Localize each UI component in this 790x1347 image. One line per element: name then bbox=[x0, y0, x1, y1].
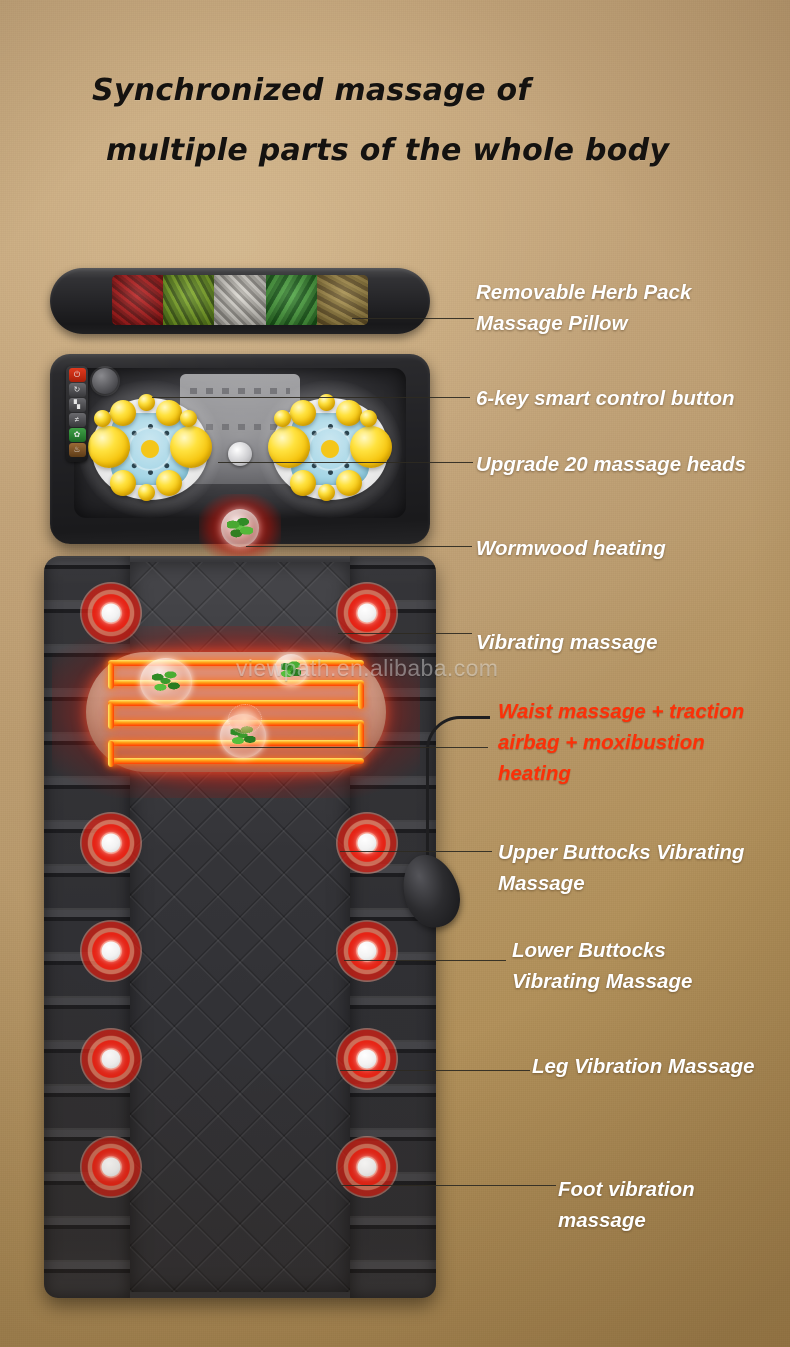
massage-head-ball bbox=[138, 484, 155, 501]
massage-head-ball bbox=[318, 394, 335, 411]
waist-heating-airbag-pad bbox=[52, 626, 420, 798]
herb-pack-massage-pillow bbox=[50, 268, 430, 334]
massage-head-cluster-right bbox=[258, 380, 402, 518]
leader-line-massage-heads bbox=[218, 462, 473, 463]
leaf-heat-key-icon[interactable]: ✿ bbox=[68, 428, 86, 442]
hub-center bbox=[128, 427, 172, 471]
label-control-button: 6-key smart control button bbox=[476, 387, 735, 410]
herb-key-icon[interactable]: ♨ bbox=[68, 443, 86, 457]
watermark: viewpath.en.alibaba.com bbox=[236, 655, 499, 681]
leader-line-vibrating-massage bbox=[338, 633, 472, 634]
massage-head-ball bbox=[110, 400, 136, 426]
label-massage-heads: Upgrade 20 massage heads bbox=[476, 453, 747, 476]
massage-mat-body bbox=[44, 556, 436, 1298]
label-lower-buttocks: Lower Buttocks Vibrating Massage bbox=[512, 939, 693, 993]
vibration-motor bbox=[80, 920, 142, 982]
massage-head-ball bbox=[156, 400, 182, 426]
intensity-key-icon[interactable]: ▚ bbox=[68, 398, 86, 412]
leader-line-lower-buttocks bbox=[344, 960, 506, 961]
massage-head-ball bbox=[88, 426, 130, 468]
label-waist-massage: Waist massage + traction airbag + moxibu… bbox=[498, 700, 745, 785]
leader-line-waist-massage bbox=[230, 747, 488, 748]
label-upper-buttocks: Upper Buttocks Vibrating Massage bbox=[498, 841, 745, 895]
massage-head-ball bbox=[156, 470, 182, 496]
massage-head-ball bbox=[274, 410, 291, 427]
massage-head-ball bbox=[290, 470, 316, 496]
label-foot-vibration: Foot vibration massage bbox=[558, 1178, 695, 1232]
label-herb-pack-pillow: Removable Herb Pack Massage Pillow bbox=[476, 281, 692, 335]
label-wormwood-heating: Wormwood heating bbox=[476, 537, 666, 560]
herb-segment-leaf-herb bbox=[265, 275, 318, 325]
herb-segment-brown-herb bbox=[316, 275, 368, 325]
herb-bubble bbox=[140, 658, 192, 706]
vibration-motor bbox=[80, 1028, 142, 1090]
leader-line-leg-vibration bbox=[340, 1070, 530, 1071]
leader-line-upper-buttocks bbox=[340, 851, 492, 852]
mode-key-icon[interactable]: ↻ bbox=[68, 383, 86, 397]
airbag-tube bbox=[426, 716, 490, 862]
label-vibrating-massage: Vibrating massage bbox=[476, 631, 658, 654]
massage-head-ball bbox=[268, 426, 310, 468]
power-key-icon[interactable]: ⏻ bbox=[68, 368, 86, 382]
massage-head-ball bbox=[350, 426, 392, 468]
title-line-2: multiple parts of the whole body bbox=[106, 133, 670, 168]
page-title: Synchronized massage of multiple parts o… bbox=[92, 76, 692, 166]
hub-center bbox=[308, 427, 352, 471]
vibration-motor bbox=[336, 812, 398, 874]
leader-line-herb-pack-pillow bbox=[352, 318, 474, 319]
vibration-motor bbox=[336, 1136, 398, 1198]
massage-mat-product-illustration: ⏻ ↻ ▚ ≠ ✿ ♨ bbox=[44, 268, 490, 1298]
massage-head-ball bbox=[170, 426, 212, 468]
herb-segment-grey-herb bbox=[214, 275, 266, 325]
massage-head-ball bbox=[290, 400, 316, 426]
massage-head-ball bbox=[138, 394, 155, 411]
massage-head-ball bbox=[336, 470, 362, 496]
herb-pack-window bbox=[112, 275, 368, 325]
herb-segment-green-herb bbox=[163, 275, 215, 325]
wormwood-heating-module bbox=[199, 494, 281, 562]
vibration-motor bbox=[336, 1028, 398, 1090]
leader-line-foot-vibration bbox=[340, 1185, 556, 1186]
vibration-motor bbox=[336, 920, 398, 982]
massage-head-ball bbox=[318, 484, 335, 501]
wormwood-disc bbox=[221, 509, 259, 547]
herb-bubble bbox=[274, 654, 308, 686]
waist-hotspot bbox=[228, 704, 262, 734]
massage-head-ball bbox=[110, 470, 136, 496]
wormwood-leaf-icon bbox=[227, 517, 253, 539]
six-key-control-panel[interactable]: ⏻ ↻ ▚ ≠ ✿ ♨ bbox=[66, 366, 88, 462]
title-line-1: Synchronized massage of bbox=[92, 73, 531, 108]
massage-head-window bbox=[74, 368, 406, 518]
herb-segment-red-herb bbox=[112, 275, 164, 325]
vibration-motor bbox=[80, 812, 142, 874]
massage-head-ball bbox=[336, 400, 362, 426]
massage-head-ball bbox=[180, 410, 197, 427]
speed-key-icon[interactable]: ≠ bbox=[68, 413, 86, 427]
massage-head-ball bbox=[94, 410, 111, 427]
massage-head-ball bbox=[360, 410, 377, 427]
leader-line-wormwood-heating bbox=[246, 546, 472, 547]
massage-head-cluster-left bbox=[78, 380, 222, 518]
control-dial[interactable] bbox=[92, 368, 118, 394]
label-leg-vibration: Leg Vibration Massage bbox=[532, 1055, 755, 1078]
vibration-motor bbox=[80, 1136, 142, 1198]
leader-line-control-button bbox=[152, 397, 470, 398]
